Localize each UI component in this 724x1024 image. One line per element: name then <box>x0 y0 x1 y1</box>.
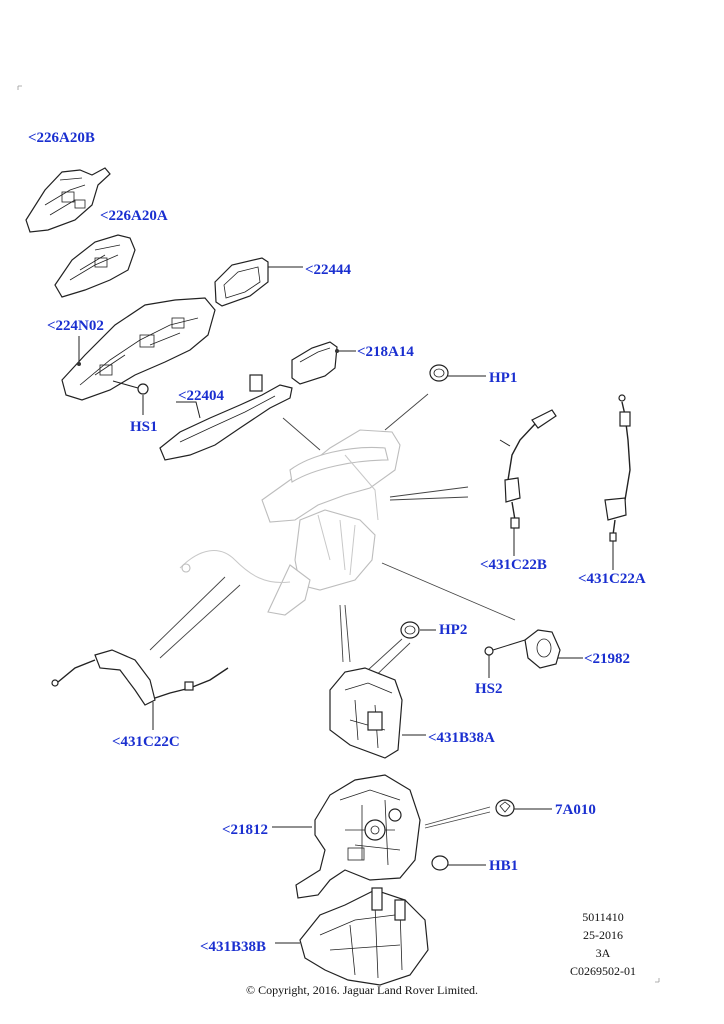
part-HS1-screw <box>112 380 149 415</box>
callout-431B38B[interactable]: <431B38B <box>200 939 267 955</box>
callout-431C22B[interactable]: <431C22B <box>480 557 547 573</box>
assembled-door-handle-ghost <box>179 429 401 616</box>
part-22444-gasket <box>214 257 303 307</box>
pointer-lines <box>149 393 516 829</box>
copyright-notice: © Copyright, 2016. Jaguar Land Rover Lim… <box>245 983 479 997</box>
part-21812-latch <box>272 774 421 899</box>
part-HP2-plug <box>400 621 436 639</box>
callout-431C22A[interactable]: <431C22A <box>578 571 646 587</box>
corner-mark <box>17 85 22 90</box>
part-431C22B-cable <box>499 409 557 556</box>
callout-226A20B[interactable]: <226A20B <box>28 130 95 146</box>
part-226A20A-bracket <box>54 234 136 298</box>
part-226A20B-bracket <box>25 167 111 233</box>
part-224N02-carrier <box>61 297 216 401</box>
callout-22404[interactable]: <22404 <box>178 388 225 404</box>
drawing-sheet: 3A <box>595 946 611 960</box>
part-7A010-clip <box>495 799 552 817</box>
callout-431C22C[interactable]: <431C22C <box>112 734 180 750</box>
callout-218A14[interactable]: <218A14 <box>357 344 414 360</box>
callout-22444[interactable]: <22444 <box>305 262 352 278</box>
callout-431B38A[interactable]: <431B38A <box>428 730 495 746</box>
callout-21812[interactable]: <21812 <box>222 822 269 838</box>
callout-21982[interactable]: <21982 <box>584 651 631 667</box>
part-21982-striker <box>524 629 583 669</box>
drawing-date: 25-2016 <box>583 928 623 942</box>
part-431B38B-cover <box>275 887 429 986</box>
part-431C22A-cable <box>604 394 631 570</box>
callout-7A010[interactable]: 7A010 <box>555 802 596 818</box>
part-218A14-cap <box>291 341 356 385</box>
part-HP1-plug <box>429 364 486 382</box>
part-431B38A-cover <box>329 667 426 759</box>
callout-HS1[interactable]: HS1 <box>130 419 158 435</box>
part-431C22C-cable <box>51 649 229 730</box>
corner-mark <box>655 978 660 983</box>
callout-HS2[interactable]: HS2 <box>475 681 503 697</box>
part-HS2-screw <box>484 639 526 678</box>
callout-HP2[interactable]: HP2 <box>439 622 468 638</box>
drawing-code: C0269502-01 <box>570 964 636 978</box>
callout-HB1[interactable]: HB1 <box>489 858 519 874</box>
callout-226A20A[interactable]: <226A20A <box>100 208 168 224</box>
callout-224N02[interactable]: <224N02 <box>47 318 104 334</box>
part-HB1-bolt <box>431 855 486 871</box>
part-22404-handle <box>159 374 293 461</box>
callout-HP1[interactable]: HP1 <box>489 370 518 386</box>
drawing-id: 5011410 <box>582 910 624 924</box>
